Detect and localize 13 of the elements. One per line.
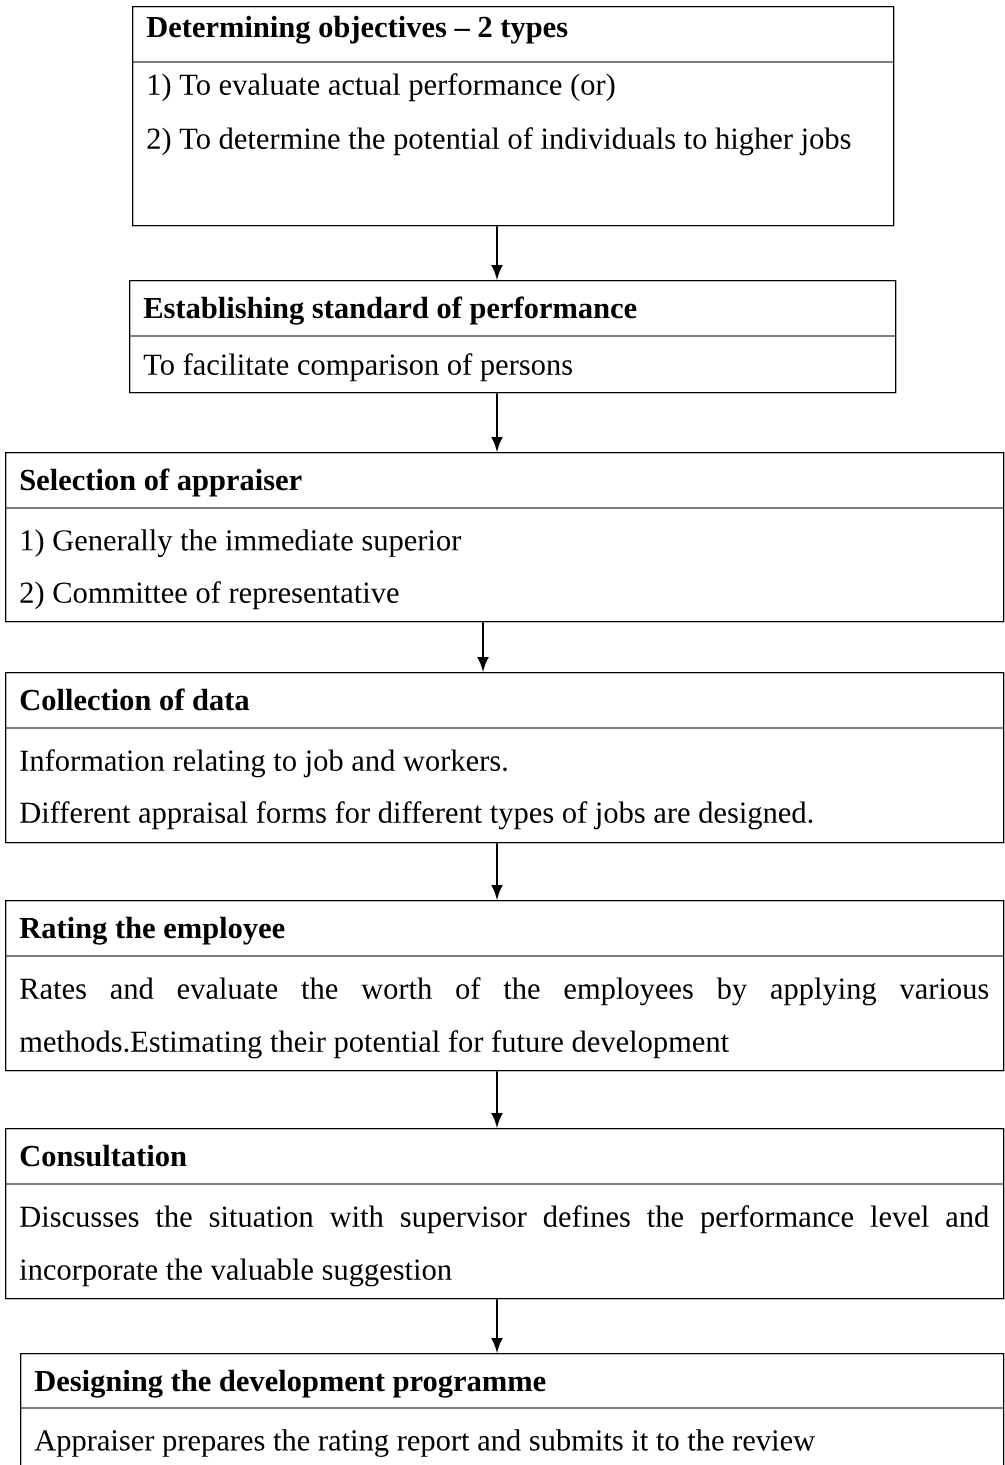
process-box: Designing the development programme Appraiser prepares the rating report and submits it to the review <box>19 1353 1005 1465</box>
arrow <box>491 842 503 898</box>
arrow <box>491 1298 503 1351</box>
arrow <box>477 621 489 670</box>
process-box: Rating the employee Rates and evaluate the worth of the employees by applying various methods.Estimating their potential for future development <box>4 900 1005 1072</box>
process-box: Consultation Discusses the situation with supervisor defines the performance level and incorporate the valuable suggestion <box>4 1128 1005 1300</box>
process-box: Establishing standard of performance To facilitate comparison of persons <box>128 280 897 394</box>
process-box: Determining objectives – 2 types 1) To evaluate actual performance (or) 2) To determine the potential of individuals to higher jobs <box>131 6 895 227</box>
arrow <box>491 1070 503 1126</box>
arrow <box>491 225 503 278</box>
process-box: Selection of appraiser 1) Generally the immediate superior 2) Committee of representative <box>4 452 1005 623</box>
process-box: Collection of data Information relating to job and workers. Different appraisal forms for different types of jobs are designed. <box>4 672 1005 844</box>
arrow <box>491 392 503 450</box>
